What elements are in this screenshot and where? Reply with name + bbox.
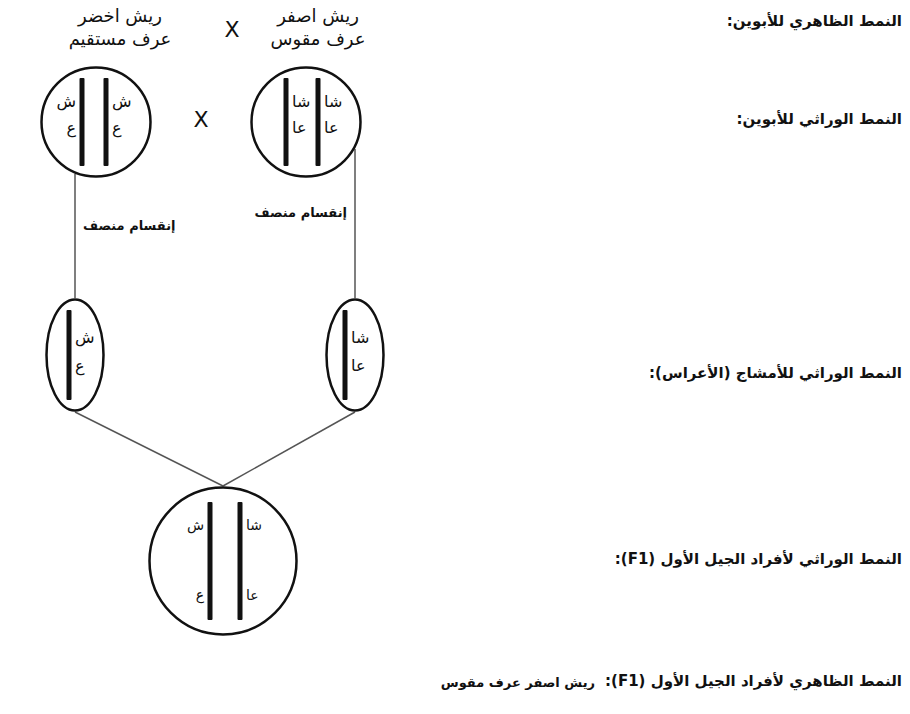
cell-outline	[40, 66, 152, 178]
chromosome-bar	[80, 78, 85, 166]
phenotype-text: ريش اخضر عرف مستقيم	[67, 4, 174, 51]
cell-outline	[325, 298, 385, 412]
row-label: النمط الوراثي للأبوين:	[737, 110, 902, 130]
allele-label: عا	[351, 356, 365, 377]
chromosome-bar	[343, 310, 348, 400]
cell-membrane	[150, 488, 297, 635]
chromosome-cell: ش ع شا عا	[148, 486, 298, 636]
allele-label: ع	[66, 118, 76, 139]
chromosome-bar	[104, 78, 109, 166]
cell-membrane	[47, 300, 104, 411]
allele-label: عا	[324, 118, 338, 139]
cell-outline	[45, 298, 105, 412]
cross-symbol: X	[224, 16, 239, 45]
allele-label: شا	[292, 92, 310, 113]
row-label: النمط الوراثي لأفراد الجيل الأول (F1):	[615, 550, 902, 570]
cell-outline	[148, 486, 298, 636]
allele-label: ع	[75, 356, 85, 377]
division-line	[74, 174, 76, 298]
edge-label: إنقسام منصف	[81, 218, 178, 235]
chromosome-bar	[238, 502, 243, 620]
chromosome-bar	[316, 78, 321, 166]
allele-label: شا	[351, 328, 369, 349]
edge-label: إنقسام منصف	[252, 205, 349, 222]
chromosome-cell: شا عا شا عا	[250, 66, 362, 178]
allele-label: ع	[112, 118, 122, 139]
allele-label: ش	[56, 92, 76, 113]
chromosome-bar	[67, 310, 72, 400]
allele-label: عا	[246, 586, 259, 604]
allele-label: ع	[196, 586, 204, 604]
chromosome-bar	[284, 78, 289, 166]
result-text: ريش اصفر عرف مقوس	[441, 675, 595, 692]
row-label: النمط الظاهري لأفراد الجيل الأول (F1):	[605, 672, 902, 692]
chromosome-bar	[208, 502, 213, 620]
allele-label: ش	[187, 516, 204, 534]
chromosome-cell: شا عا	[325, 298, 385, 412]
cross-symbol: X	[193, 106, 208, 135]
cell-membrane	[327, 300, 384, 411]
allele-label: ش	[75, 328, 95, 349]
division-line	[223, 412, 355, 486]
division-line	[354, 149, 356, 298]
chromosome-cell: شع	[45, 298, 105, 412]
allele-label: عا	[292, 118, 306, 139]
chromosome-cell: شعشع	[40, 66, 152, 178]
allele-label: ش	[112, 92, 132, 113]
cell-membrane	[42, 68, 151, 177]
division-line	[75, 412, 223, 486]
allele-label: شا	[246, 516, 262, 534]
allele-label: شا	[324, 92, 342, 113]
cell-membrane	[252, 68, 361, 177]
phenotype-text: ريش اصفر عرف مقوس	[268, 4, 369, 51]
row-label: النمط الوراثي للأمشاج (الأعراس):	[649, 364, 902, 384]
row-label: النمط الظاهري للأبوين:	[727, 12, 902, 32]
